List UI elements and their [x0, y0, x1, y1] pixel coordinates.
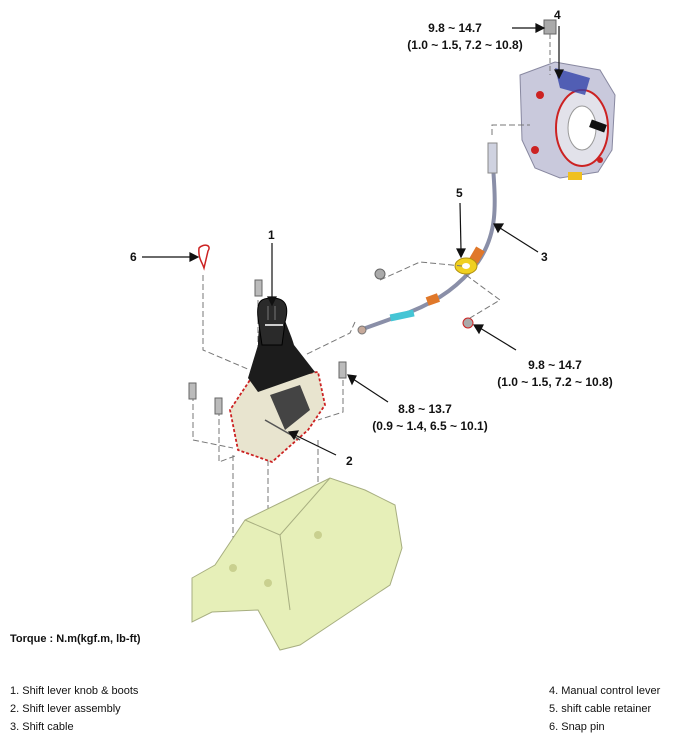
torque-lever-alt: (0.9 ~ 1.4, 6.5 ~ 10.1)	[372, 419, 488, 433]
transmission-housing	[519, 61, 616, 180]
torque-top-alt: (1.0 ~ 1.5, 7.2 ~ 10.8)	[407, 38, 523, 52]
legend-right: 4. Manual control lever 5. shift cable r…	[549, 682, 660, 736]
callout-4: 4	[554, 8, 561, 22]
torque-mid-alt: (1.0 ~ 1.5, 7.2 ~ 10.8)	[497, 375, 613, 389]
leader-arrows	[142, 23, 564, 456]
legend-item: 3. Shift cable	[10, 721, 74, 733]
shift-lever-assembly	[229, 371, 326, 464]
lever-mounting-bolts	[188, 279, 347, 415]
legend-item: 6. Snap pin	[549, 721, 605, 733]
floor-panel	[191, 477, 403, 651]
callout-3: 3	[541, 250, 548, 264]
legend-item: 4. Manual control lever	[549, 685, 661, 697]
callout-2: 2	[346, 454, 353, 468]
legend-item: 1. Shift lever knob & boots	[10, 685, 139, 697]
legend-item: 5. shift cable retainer	[549, 703, 652, 715]
shift-cable	[357, 142, 498, 335]
callout-6: 6	[130, 250, 137, 264]
legend-left: 1. Shift lever knob & boots 2. Shift lev…	[10, 682, 138, 736]
legend-item: 2. Shift lever assembly	[10, 703, 121, 715]
manual-control-lever-bolt	[543, 19, 557, 35]
torque-unit-note: Torque : N.m(kgf.m, lb-ft)	[10, 633, 141, 645]
torque-mid-nm: 9.8 ~ 14.7	[528, 358, 582, 372]
torque-lever-nm: 8.8 ~ 13.7	[398, 402, 452, 416]
snap-pin	[198, 244, 210, 271]
callout-1: 1	[268, 228, 275, 242]
shift-knob-and-boot	[248, 297, 315, 392]
callout-5: 5	[456, 186, 463, 200]
shift-cable-retainer	[454, 257, 478, 275]
cable-bracket-bolt	[374, 268, 474, 329]
torque-top-nm: 9.8 ~ 14.7	[428, 21, 482, 35]
